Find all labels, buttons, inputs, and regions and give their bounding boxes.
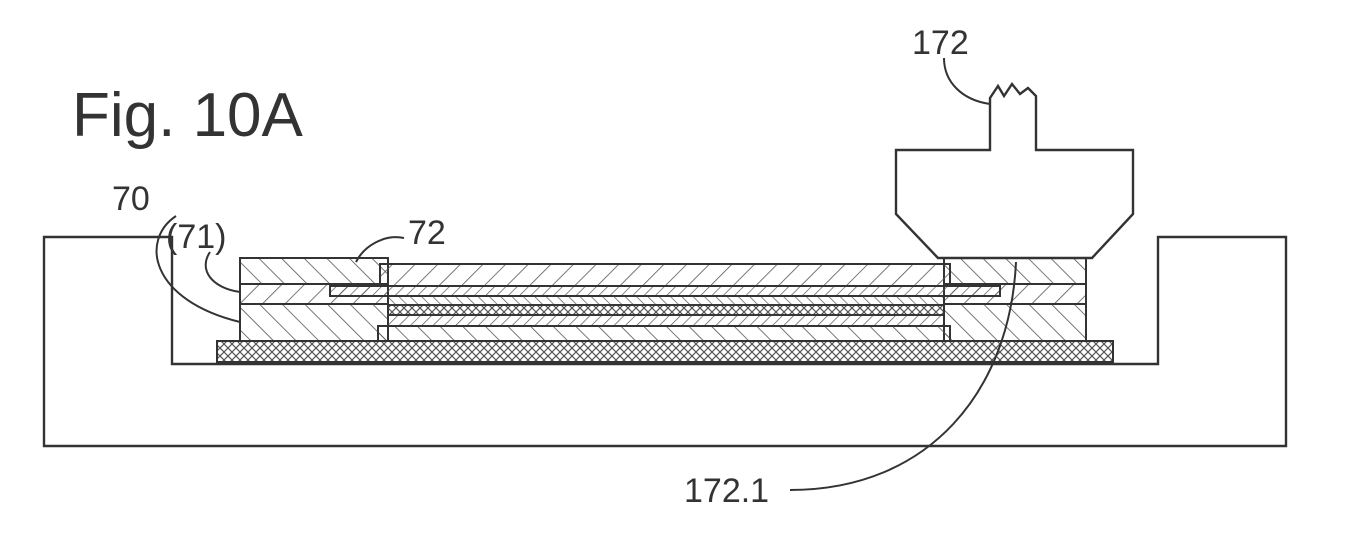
label-172-1: 172.1: [684, 472, 769, 510]
label-71: (71): [166, 218, 226, 256]
left-frame-block: [240, 258, 388, 341]
carrier-strip: [217, 341, 1113, 362]
label-72: 72: [408, 214, 446, 252]
label-172: 172: [912, 24, 969, 62]
leader-line-172: [944, 58, 990, 104]
tool-172: [896, 84, 1133, 258]
leader-line-71: [206, 252, 240, 292]
laminate-stack: [330, 264, 1000, 341]
figure-title: Fig. 10A: [72, 81, 304, 150]
label-70: 70: [112, 180, 150, 218]
